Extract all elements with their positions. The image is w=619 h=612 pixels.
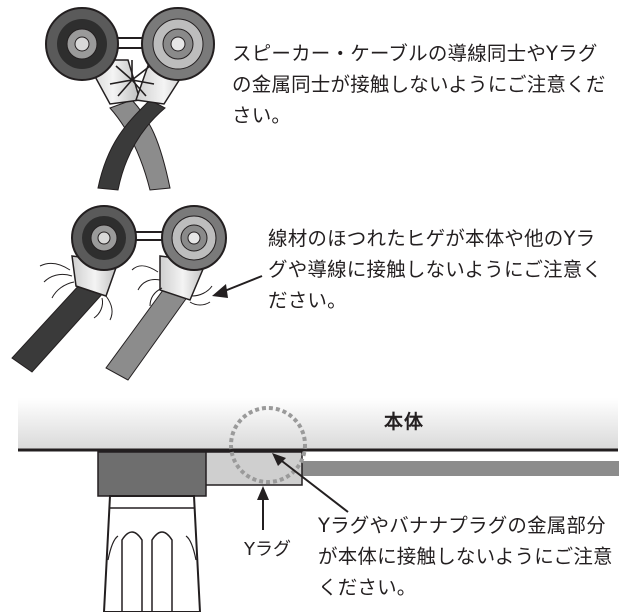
note-wire-contact: スピーカー・ケーブルの導線同士やYラグの金属同士が接触しないようにご注意ください… [232,42,606,127]
frayed-whiskers-right-icon [131,265,213,307]
frayed-whiskers-left-icon [39,262,113,321]
figure-frayed-whiskers [11,205,263,381]
arrow-to-contact-icon [272,453,349,513]
left-terminal [45,7,119,81]
main-body-panel [18,398,618,450]
contact-highlight-circle [229,406,307,484]
left-terminal-2 [71,205,137,271]
contact-spark-icon [109,60,155,97]
right-terminal [141,7,215,81]
arrow-to-y-lug-icon [257,486,269,530]
note-chassis-contact: Yラグやバナナプラグの金属部分が本体に接触しないようにご注意ください。 [318,514,613,599]
gray-cable-2 [105,285,189,381]
arrow-to-whiskers-icon [212,275,263,298]
dark-cable [97,99,166,191]
cable-horizontal [298,461,619,476]
label-main-body: 本体 [384,411,425,433]
label-y-lug: Yラグ [244,539,291,560]
figure-chassis-contact [18,398,619,612]
right-terminal-2 [161,205,227,271]
dark-cable-2 [11,281,105,373]
terminal-block-top [97,451,207,497]
figure-wire-contact [45,7,215,191]
note-whisker-contact: 線材のほつれたヒゲが本体や他のYラグや導線に接触しないようにご注意ください。 [268,227,603,312]
